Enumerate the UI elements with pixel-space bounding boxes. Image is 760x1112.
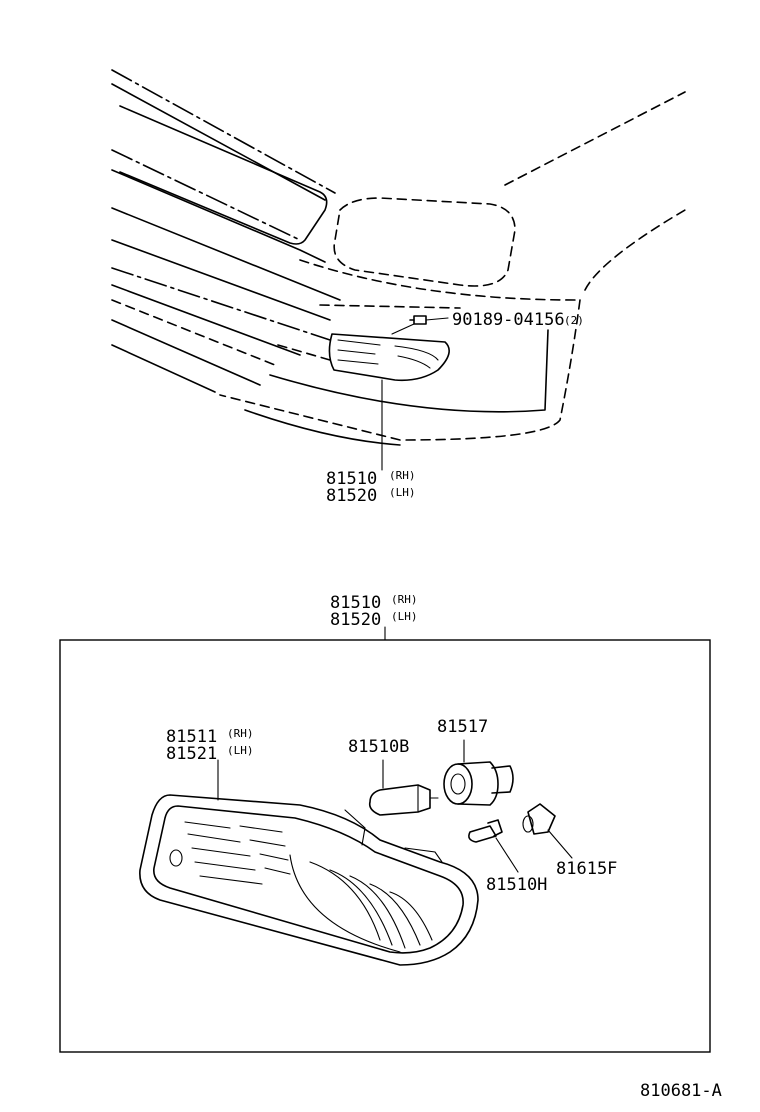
socket-part-number: 81517 — [437, 717, 488, 737]
assembly-lh-side: (LH) — [391, 610, 418, 623]
bulb-illustration — [368, 784, 439, 816]
car-front-illustration — [111, 69, 686, 471]
lamp-rh-part-number: 81510 — [326, 469, 377, 489]
detail-box-frame — [59, 639, 711, 1053]
socket-illustration — [443, 761, 514, 806]
clip-part-number: 90189-04156 — [452, 310, 565, 330]
assembly-rh-side: (RH) — [391, 593, 418, 606]
small-socket-illustration — [522, 803, 556, 835]
lamp-lh-part-number: 81520 — [326, 486, 377, 506]
lens-lh-part-number: 81521 — [166, 744, 217, 764]
assembly-rh-part-number: 81510 — [330, 593, 381, 613]
small-socket-part-number: 81615F — [556, 859, 617, 879]
bulb-part-number: 81510B — [348, 737, 409, 757]
small-bulb-part-number: 81510H — [486, 875, 547, 895]
small-bulb-illustration — [468, 819, 503, 843]
lamp-lh-side: (LH) — [389, 486, 416, 499]
lens-lh-side: (LH) — [227, 744, 254, 757]
lens-rh-side: (RH) — [227, 727, 254, 740]
clip-quantity: (2) — [564, 314, 584, 327]
lens-housing-illustration — [139, 794, 479, 966]
assembly-lh-part-number: 81520 — [330, 610, 381, 630]
diagram-id: 810681-A — [640, 1081, 722, 1101]
lens-rh-part-number: 81511 — [166, 727, 217, 747]
lamp-rh-side: (RH) — [389, 469, 416, 482]
